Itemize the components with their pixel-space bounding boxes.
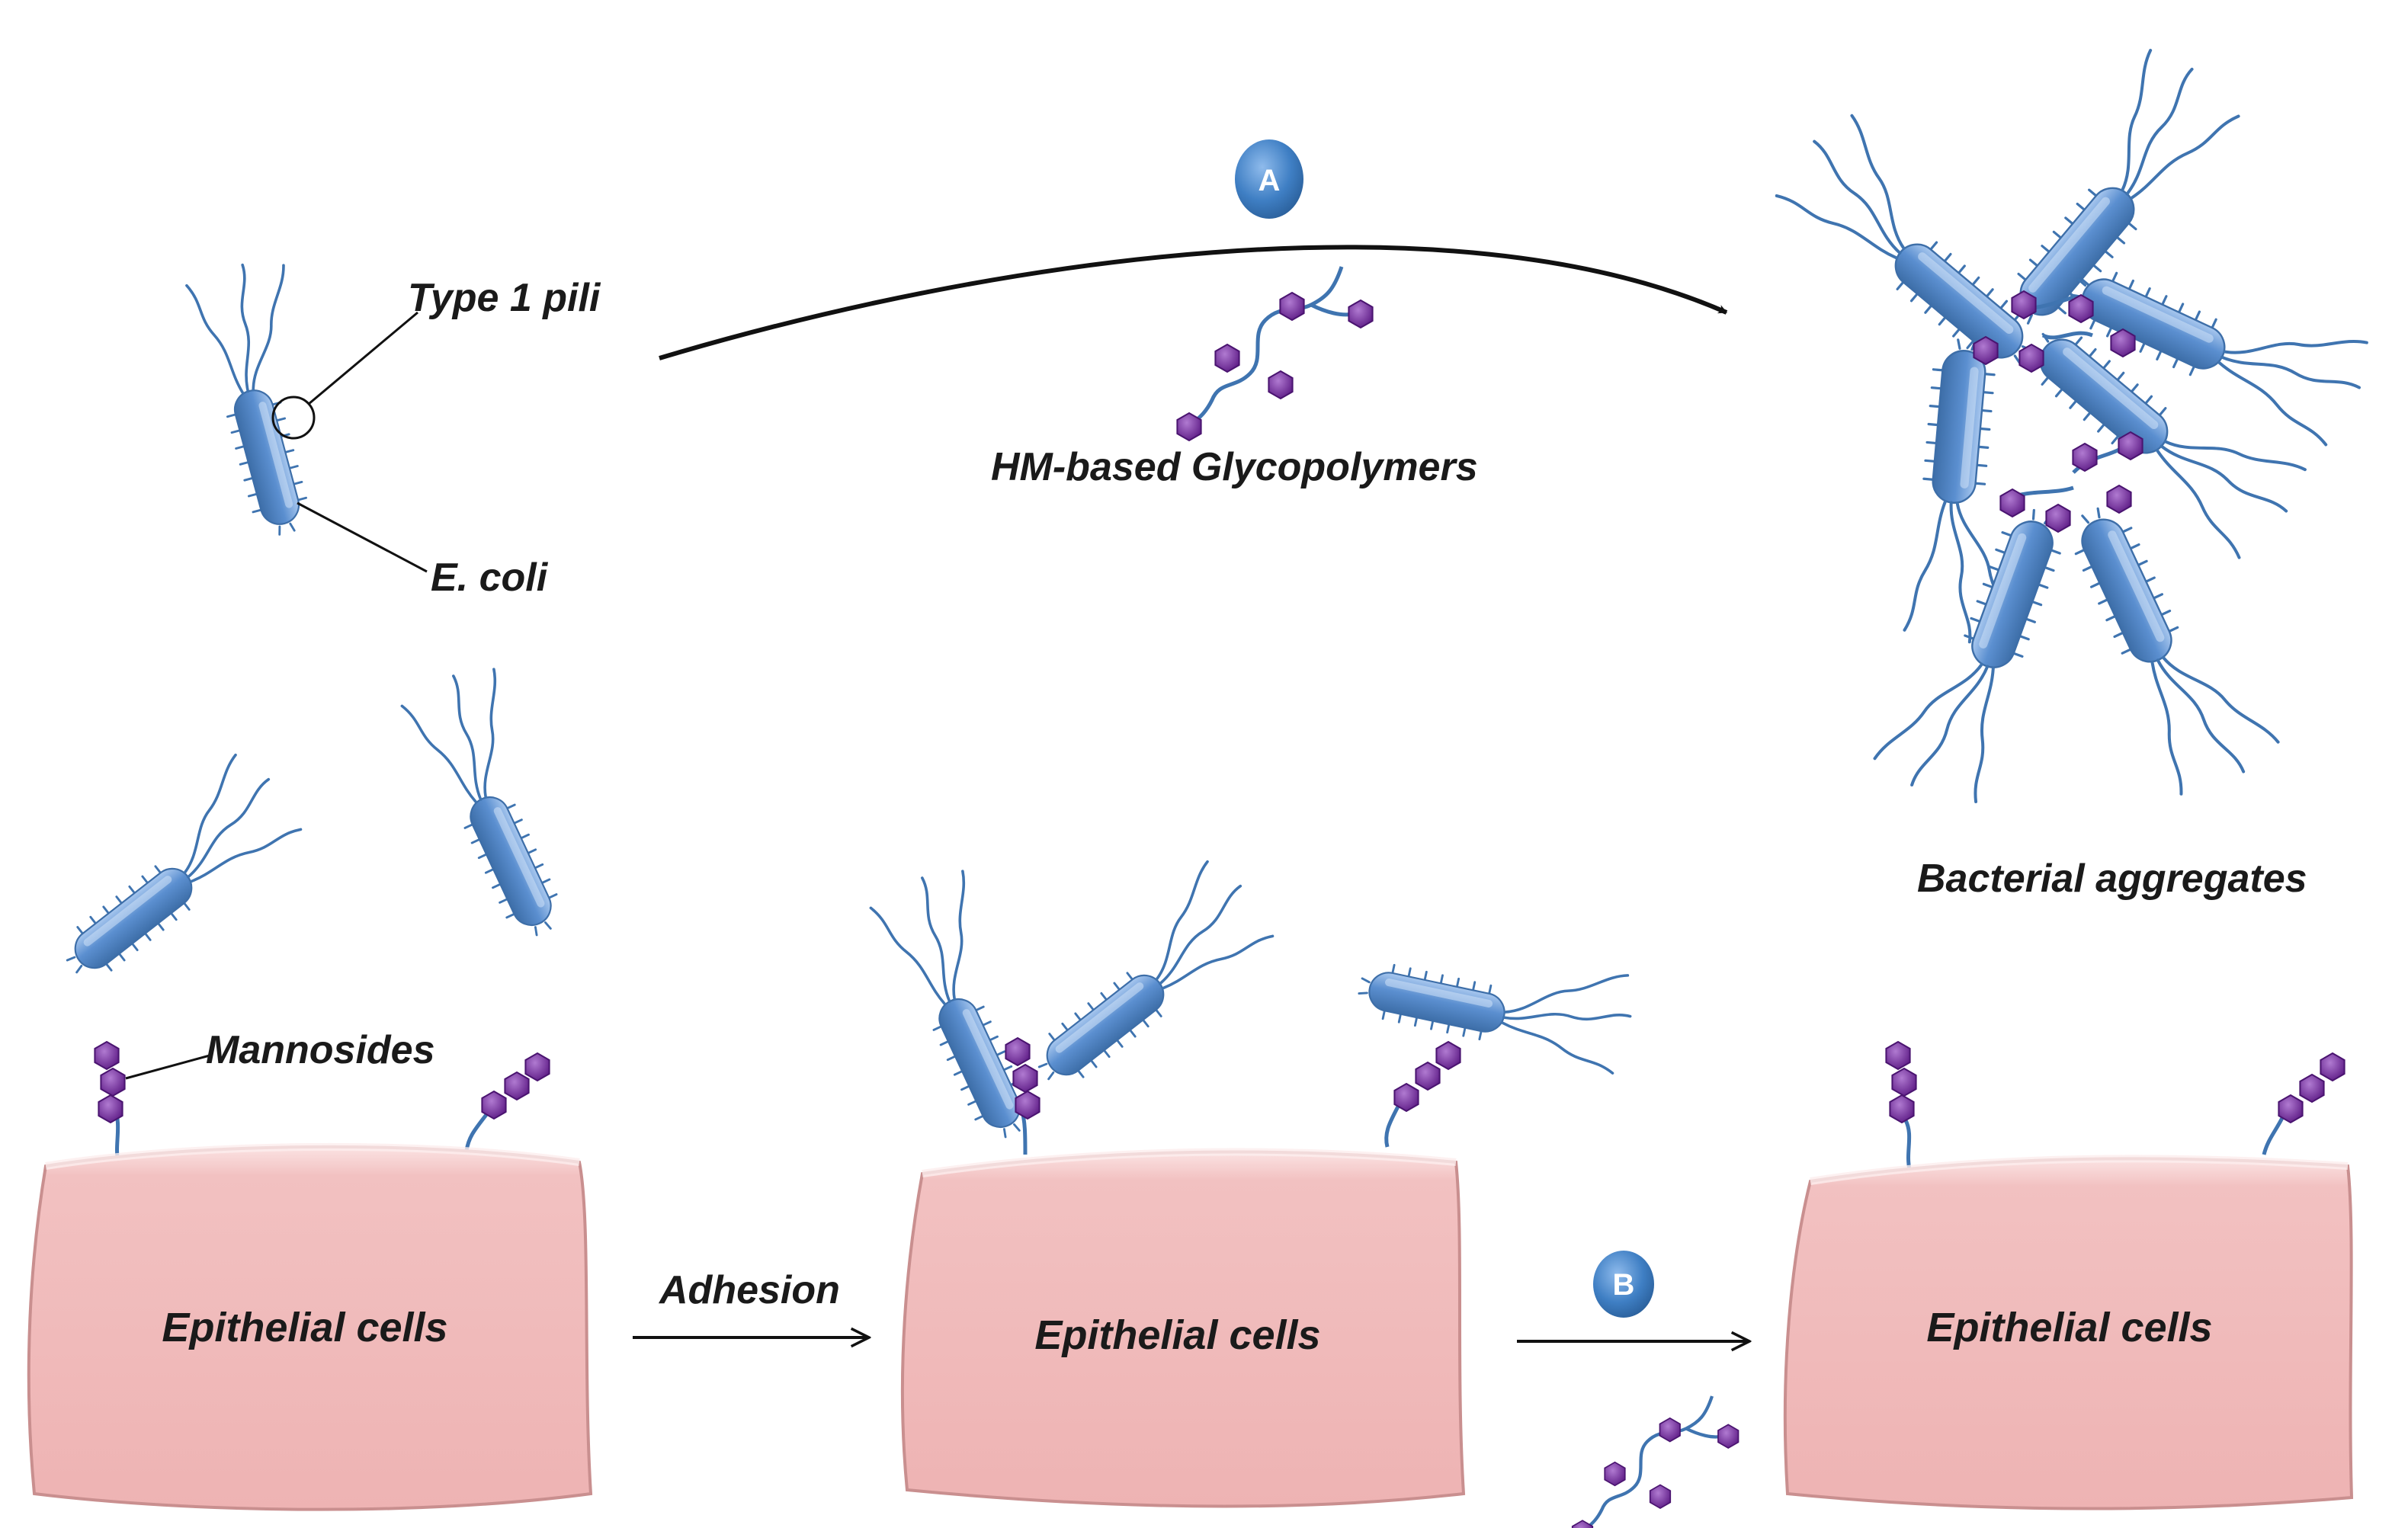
type1-pili-label: Type 1 pili — [408, 276, 601, 320]
ecoli-adhered-3 — [1352, 920, 1640, 1076]
ecoli-free-right — [398, 658, 605, 947]
epithelial-cells-label-middle: Epithelial cells — [1034, 1312, 1320, 1358]
adhesion-label: Adhesion — [658, 1268, 840, 1312]
glycopolymer-bottom — [1573, 1396, 1739, 1528]
pili-leader-line — [308, 311, 418, 405]
badge-a-text: A — [1259, 164, 1281, 197]
mannoside-stalk-right-cell-left — [1885, 1041, 1917, 1171]
ecoli-leader-line — [297, 501, 428, 573]
ecoli-adhered-2 — [1002, 853, 1278, 1100]
badge-b: B — [1593, 1251, 1654, 1318]
epithelial-cells-label-right: Epithelial cells — [1926, 1305, 2212, 1350]
ecoli-single — [184, 253, 352, 543]
mannoside-bound-middle-left — [1005, 1037, 1040, 1155]
badge-a: A — [1235, 139, 1303, 219]
badge-b-text: B — [1613, 1268, 1635, 1302]
mannosides-leader-line — [125, 1054, 210, 1080]
epithelial-cell-left: Epithelial cells — [27, 1142, 593, 1511]
epithelial-cells-label-left: Epithelial cells — [162, 1305, 447, 1350]
bacterial-aggregate-cluster — [1772, 41, 2378, 808]
ecoli-label: E. coli — [431, 556, 549, 600]
aggregation-arrow — [659, 245, 1728, 360]
mannoside-stalk-right-cell-right — [2262, 1052, 2345, 1155]
bacterial-aggregates-label: Bacterial aggregates — [1917, 857, 2307, 901]
mannoside-bound-middle-right — [1384, 1041, 1461, 1148]
mannoside-stalk-left — [94, 1041, 126, 1163]
mannoside-stalk-right — [464, 1052, 550, 1152]
epithelial-cell-middle: Epithelial cells — [900, 1148, 1466, 1508]
epithelial-cell-right: Epithelial cells — [1783, 1155, 2354, 1510]
pili-highlight-circle — [271, 396, 316, 440]
ecoli-free-left — [30, 746, 306, 994]
glycopolymer-top — [1177, 267, 1372, 440]
ecoli-adhered-1 — [867, 860, 1074, 1149]
mannosides-label: Mannosides — [206, 1028, 435, 1072]
glycopolymers-label: HM-based Glycopolymers — [991, 445, 1478, 489]
